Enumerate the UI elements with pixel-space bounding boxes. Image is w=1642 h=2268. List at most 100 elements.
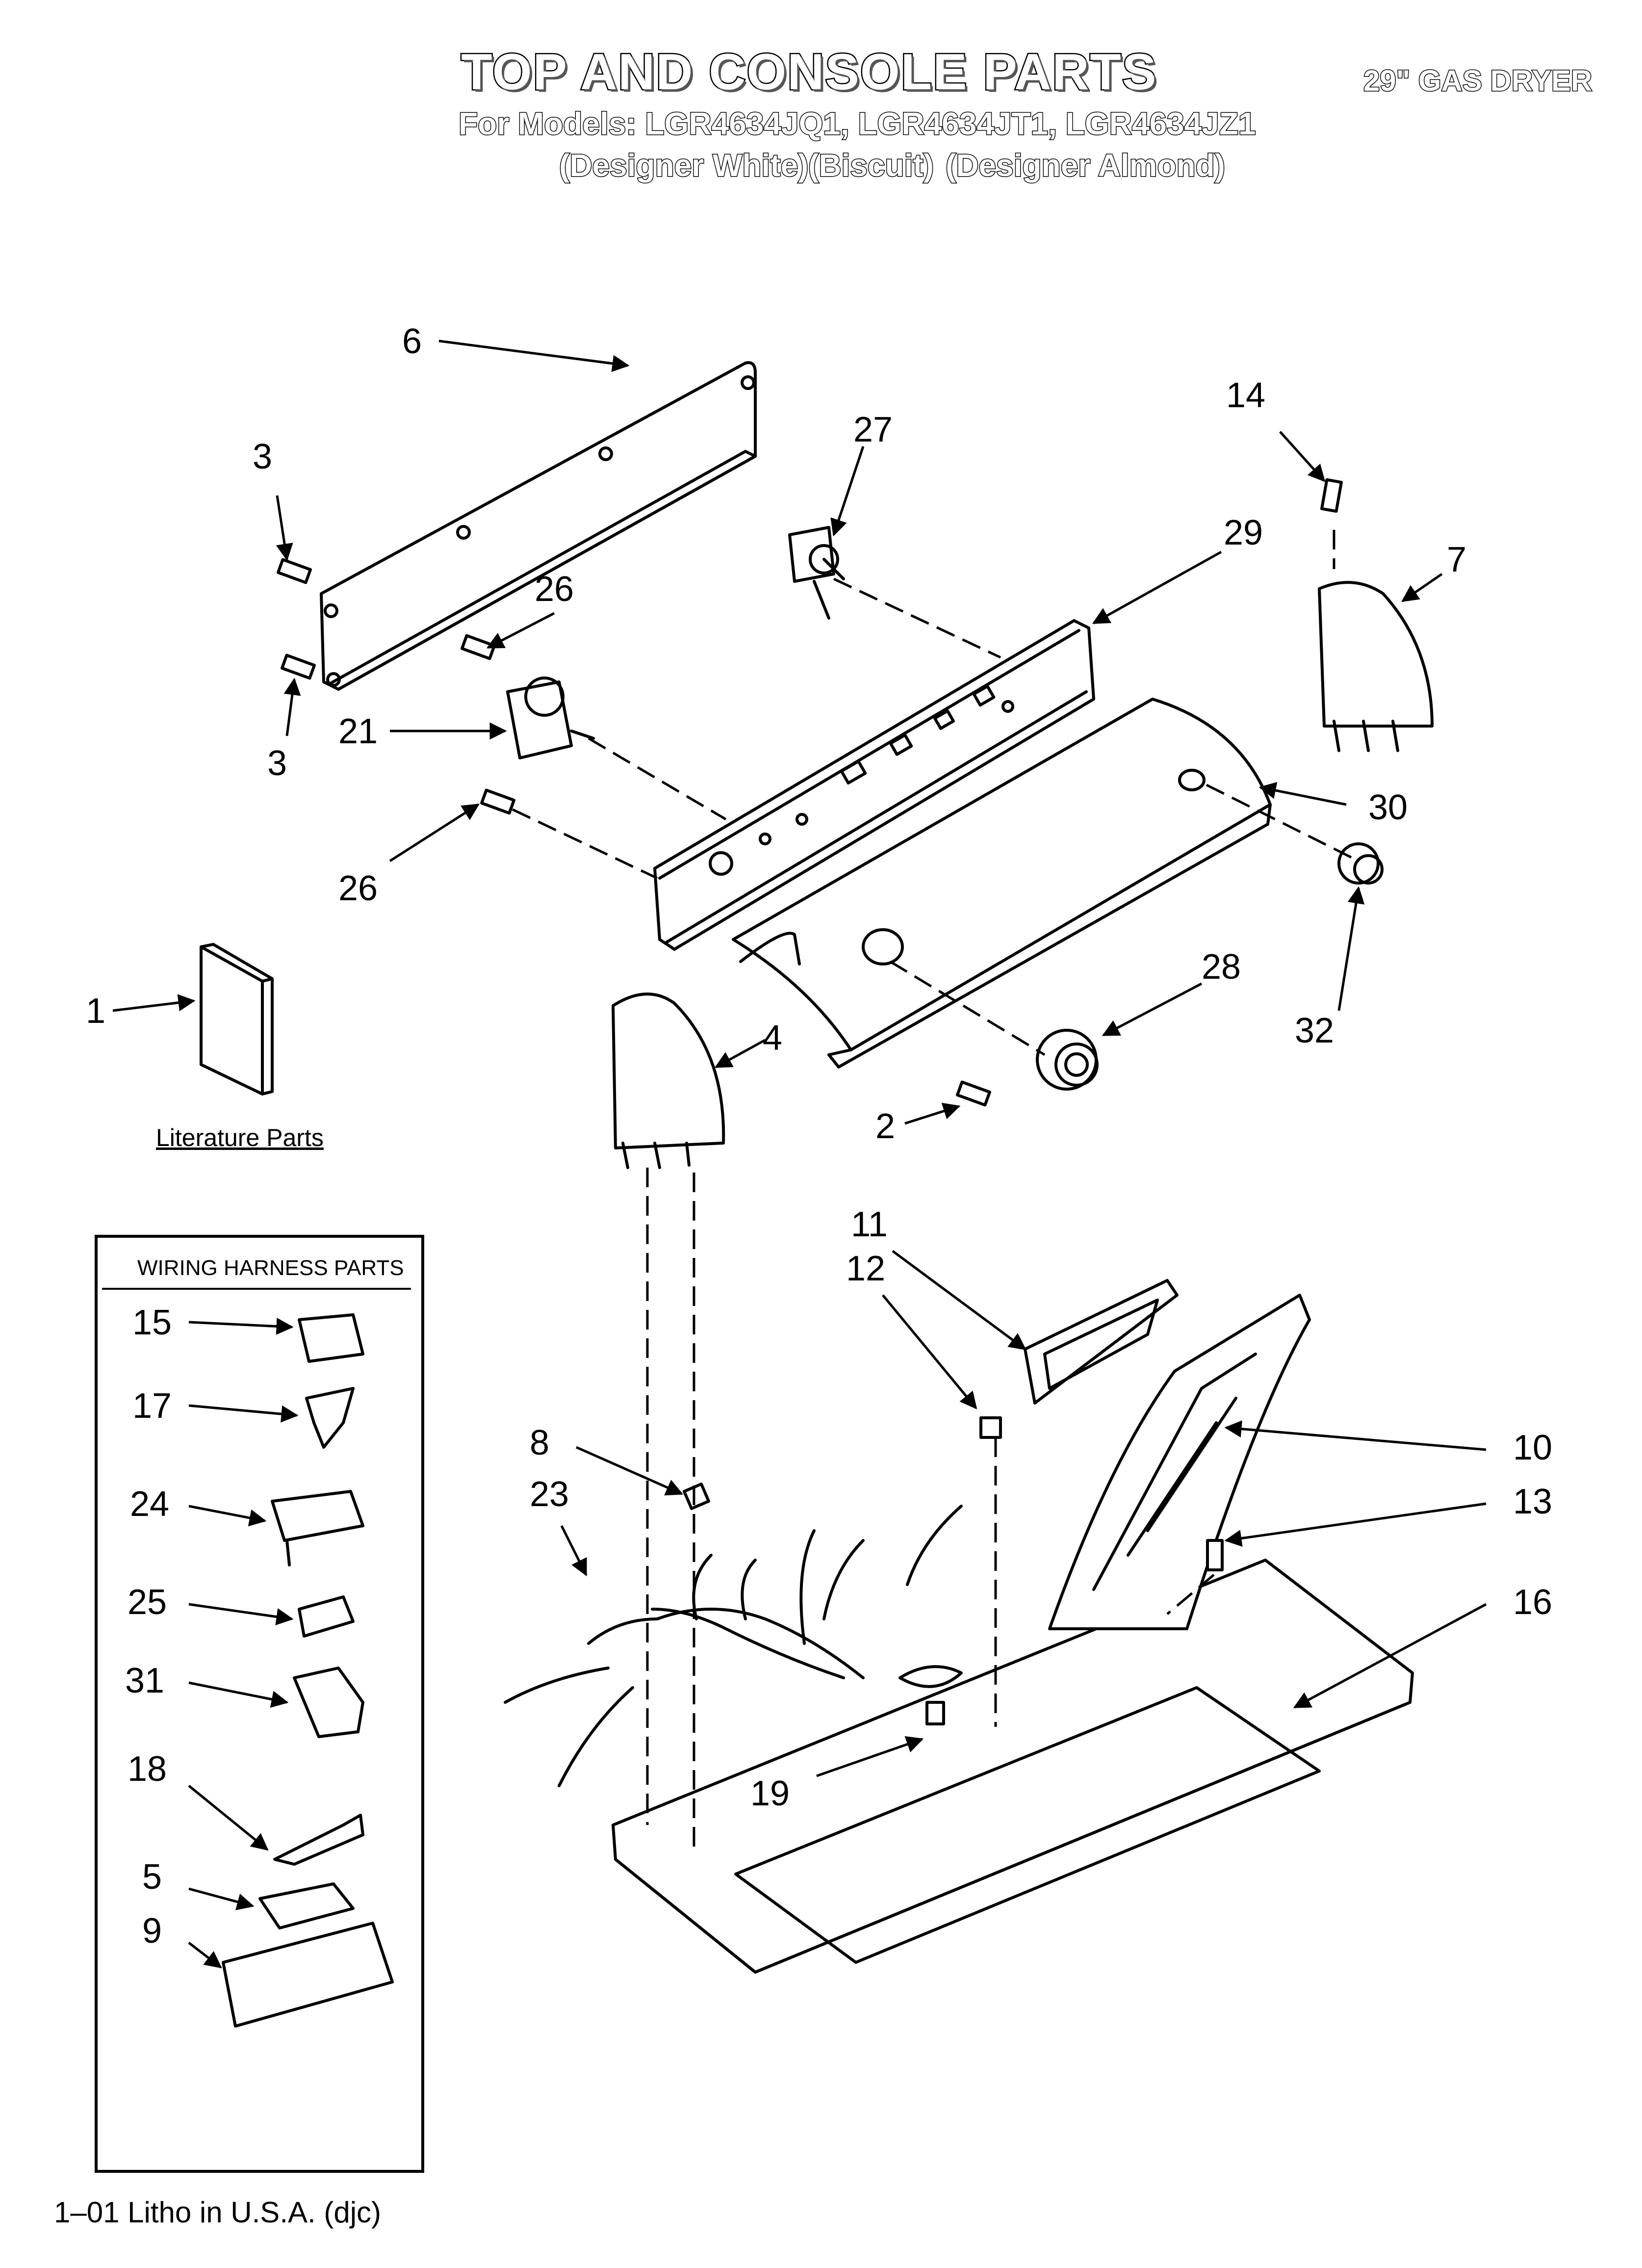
callout-7: 7 xyxy=(1447,540,1467,579)
callout-25: 25 xyxy=(128,1583,167,1622)
callout-12: 12 xyxy=(846,1249,886,1288)
callout-15: 15 xyxy=(132,1303,172,1342)
leader-26a xyxy=(486,612,555,649)
callout-18: 18 xyxy=(128,1749,167,1789)
leader-27 xyxy=(830,446,865,537)
leader-24 xyxy=(188,1505,267,1527)
callout-16: 16 xyxy=(1513,1583,1553,1622)
leader-11 xyxy=(892,1250,1026,1351)
callout-24: 24 xyxy=(130,1485,170,1524)
page-title: TOP AND CONSOLE PARTS xyxy=(460,43,1157,102)
callout-32: 32 xyxy=(1295,1011,1334,1050)
callout-5: 5 xyxy=(142,1857,162,1897)
leader-29 xyxy=(1092,550,1222,625)
leader-9 xyxy=(188,1942,222,1969)
leader-32 xyxy=(1337,886,1365,1011)
push-button-part xyxy=(1337,842,1384,885)
leader-25 xyxy=(188,1603,294,1625)
clip-8 xyxy=(683,1483,710,1510)
lint-screen-part xyxy=(1024,1279,1179,1405)
retainer-17 xyxy=(305,1387,355,1449)
screw-3-upper xyxy=(277,558,312,584)
switch-21-part xyxy=(506,677,595,759)
callout-29: 29 xyxy=(1224,513,1263,552)
assembly-line-21 xyxy=(588,737,727,821)
leader-30 xyxy=(1258,782,1347,806)
lint-housing-part xyxy=(1048,1294,1311,1630)
wiring-harness-title: WIRING HARNESS PARTS xyxy=(137,1256,404,1280)
product-label: 29" GAS DRYER xyxy=(1362,64,1592,98)
callout-30: 30 xyxy=(1368,788,1408,827)
callout-4: 4 xyxy=(763,1018,783,1058)
callout-31: 31 xyxy=(125,1661,165,1700)
callout-2: 2 xyxy=(875,1107,896,1146)
leader-12 xyxy=(882,1294,977,1409)
callout-14: 14 xyxy=(1226,376,1266,415)
leader-5 xyxy=(188,1887,255,1910)
leader-6 xyxy=(438,339,630,372)
leader-31 xyxy=(188,1681,289,1708)
top-part xyxy=(612,1559,1414,1974)
wiring-harness-box xyxy=(95,1235,424,2173)
knob-part xyxy=(1036,1029,1099,1091)
clip-12 xyxy=(979,1416,1002,1439)
finish-designer-white: (Designer White) xyxy=(558,147,809,184)
finish-designer-almond: (Designer Almond) xyxy=(945,147,1226,184)
callout-9: 9 xyxy=(142,1911,162,1951)
callout-26-lower: 26 xyxy=(338,869,378,908)
leader-2 xyxy=(904,1102,961,1125)
leader-17 xyxy=(188,1404,299,1423)
callout-3-upper: 3 xyxy=(253,437,273,476)
callout-27: 27 xyxy=(853,410,893,449)
rear-panel-bracket-part xyxy=(320,361,757,691)
console-part xyxy=(732,698,1272,1069)
litho-footer: 1–01 Litho in U.S.A. (djc) xyxy=(54,2196,382,2229)
callout-1: 1 xyxy=(86,991,106,1031)
callout-23: 23 xyxy=(530,1475,569,1514)
leader-10 xyxy=(1224,1420,1487,1451)
callout-8: 8 xyxy=(530,1423,550,1462)
assembly-line-13 xyxy=(1166,1574,1215,1615)
model-list: For Models: LGR4634JQ1, LGR4634JT1, LGR4… xyxy=(458,105,1257,142)
assembly-line-27 xyxy=(833,577,1001,659)
leader-15 xyxy=(188,1318,294,1335)
screw-13 xyxy=(1206,1539,1224,1571)
wiring-harness-divider xyxy=(102,1288,411,1290)
assembly-line-28 xyxy=(889,960,1046,1056)
leader-28 xyxy=(1102,982,1203,1037)
screw-2 xyxy=(956,1080,991,1107)
leader-7 xyxy=(1401,573,1443,602)
callout-26-upper: 26 xyxy=(535,570,574,609)
leader-1 xyxy=(112,994,196,1012)
callout-17: 17 xyxy=(132,1386,172,1426)
callout-10: 10 xyxy=(1513,1428,1553,1467)
callout-21: 21 xyxy=(338,712,378,751)
leader-16 xyxy=(1293,1603,1487,1709)
terminal-18 xyxy=(273,1814,364,1866)
leader-3b xyxy=(283,678,301,736)
connector-25 xyxy=(298,1595,355,1638)
finish-biscuit: (Biscuit) xyxy=(808,147,935,184)
leader-14 xyxy=(1279,431,1326,482)
callout-28: 28 xyxy=(1202,947,1241,987)
literature-part xyxy=(200,943,274,1095)
leader-8 xyxy=(575,1446,684,1496)
housing-5 xyxy=(258,1882,355,1929)
connector-15 xyxy=(298,1313,364,1363)
callout-3-lower: 3 xyxy=(267,744,287,783)
literature-parts-label: Literature Parts xyxy=(156,1124,324,1151)
screw-14 xyxy=(1320,478,1343,513)
plug-19 xyxy=(925,1701,945,1725)
console-bracket-part xyxy=(653,619,1095,951)
leader-23 xyxy=(560,1525,588,1577)
housing-9 xyxy=(222,1922,394,2028)
switch-27-part xyxy=(788,526,845,620)
leader-4 xyxy=(714,1039,766,1069)
leader-3a xyxy=(276,495,293,561)
callout-19: 19 xyxy=(750,1774,790,1813)
leader-18 xyxy=(188,1785,269,1851)
callout-6: 6 xyxy=(402,322,422,361)
right-end-cap-part xyxy=(1318,581,1434,752)
screw-26-lower xyxy=(480,788,515,815)
